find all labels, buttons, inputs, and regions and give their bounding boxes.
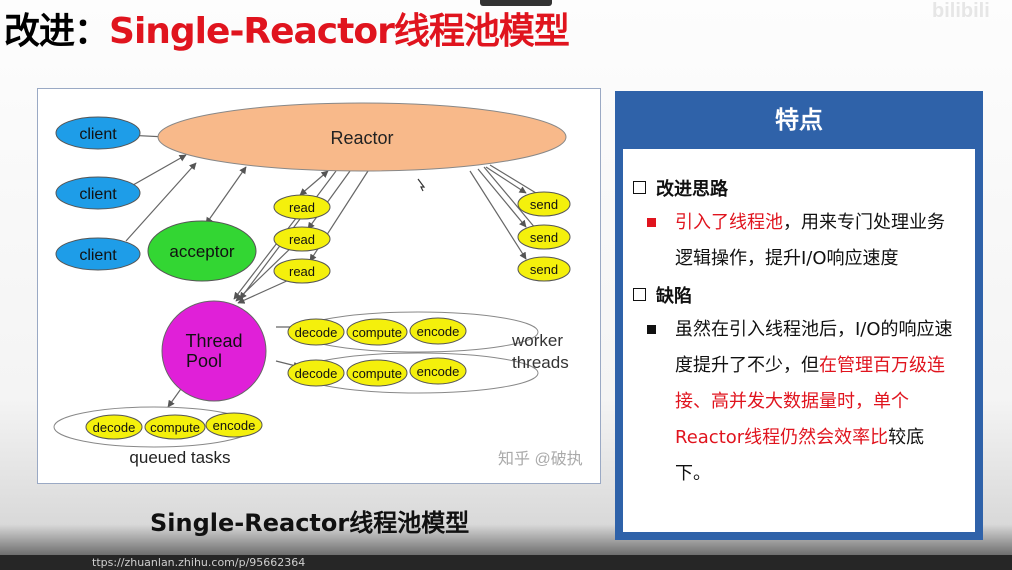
thread-pool-node bbox=[161, 300, 267, 402]
bilibili-watermark: bilibili bbox=[932, 0, 990, 22]
read-label-2: read bbox=[289, 232, 315, 247]
red-square-bullet-icon bbox=[647, 218, 656, 227]
reactor-node bbox=[157, 102, 567, 172]
improvement-item: 引入了线程池，用来专门处理业务逻辑操作，提升I/O响应速度 bbox=[647, 205, 955, 277]
task-decode-1 bbox=[287, 318, 345, 346]
client-label-2: client bbox=[79, 186, 117, 203]
read-node-3 bbox=[273, 258, 331, 284]
browser-status-bar: ttps://zhuanlan.zhihu.com/p/95662364 bbox=[0, 555, 1012, 570]
worker-threads-label-2: threads bbox=[512, 353, 569, 372]
queued-label-encode: encode bbox=[213, 418, 256, 433]
client-node-1 bbox=[55, 116, 141, 150]
status-url[interactable]: ttps://zhuanlan.zhihu.com/p/95662364 bbox=[92, 556, 306, 569]
thread-pool-label-1: Thread bbox=[185, 331, 242, 351]
read-label-1: read bbox=[289, 200, 315, 215]
task-label-decode-1: decode bbox=[295, 325, 338, 340]
task-compute-2 bbox=[346, 359, 408, 387]
improvement-red-text: 引入了线程池 bbox=[675, 212, 783, 233]
section-improvement: 改进思路 bbox=[633, 175, 728, 201]
defect-text: 虽然在引入线程池后，I/O的响应速度提升了不少，但 bbox=[675, 319, 953, 376]
task-label-compute-1: compute bbox=[352, 325, 402, 340]
read-node-1 bbox=[273, 194, 331, 220]
send-node-1 bbox=[517, 191, 571, 217]
queued-label-compute: compute bbox=[150, 420, 200, 435]
defect-item: 虽然在引入线程池后，I/O的响应速度提升了不少，但在管理百万级连接、高并发大数据… bbox=[647, 312, 955, 492]
black-square-bullet-icon bbox=[647, 325, 656, 334]
task-label-decode-2: decode bbox=[295, 366, 338, 381]
client-label-1: client bbox=[79, 126, 117, 143]
title-prefix: 改进： bbox=[4, 11, 110, 52]
features-panel: 特点 改进思路 引入了线程池，用来专门处理业务逻辑操作，提升I/O响应速度 缺陷… bbox=[615, 91, 983, 540]
task-encode-2 bbox=[409, 357, 467, 385]
slide-title: 改进：Single-Reactor线程池模型 bbox=[4, 2, 570, 54]
read-label-3: read bbox=[289, 264, 315, 279]
improvement-text: ，用来专门处理业务逻辑操作，提升I/O响应速度 bbox=[675, 212, 945, 269]
read-node-2 bbox=[273, 226, 331, 252]
client-label-3: client bbox=[79, 247, 117, 264]
task-label-compute-2: compute bbox=[352, 366, 402, 381]
panel-body: 改进思路 引入了线程池，用来专门处理业务逻辑操作，提升I/O响应速度 缺陷 虽然… bbox=[623, 149, 975, 532]
diagram-caption: Single-Reactor线程池模型 bbox=[150, 509, 470, 537]
title-highlight: Single-Reactor线程池模型 bbox=[109, 11, 570, 52]
task-encode-1 bbox=[409, 317, 467, 345]
acceptor-label: acceptor bbox=[169, 242, 235, 261]
queued-compute bbox=[144, 414, 206, 440]
section-improvement-label: 改进思路 bbox=[656, 179, 728, 200]
task-decode-2 bbox=[287, 359, 345, 387]
client-node-3 bbox=[55, 237, 141, 271]
send-label-2: send bbox=[530, 230, 558, 245]
worker-threads-label-1: worker bbox=[511, 331, 563, 350]
checkbox-icon bbox=[633, 288, 646, 301]
send-label-3: send bbox=[530, 262, 558, 277]
queued-label-decode: decode bbox=[93, 420, 136, 435]
diagram-svg: Reactor client client client acceptor re… bbox=[53, 102, 583, 468]
panel-heading: 特点 bbox=[775, 106, 823, 134]
checkbox-icon bbox=[633, 181, 646, 194]
send-node-3 bbox=[517, 256, 571, 282]
reactor-label: Reactor bbox=[330, 128, 393, 148]
send-label-1: send bbox=[530, 197, 558, 212]
defect-red-text: 在管理百万级连接、高并发大数据量时，单个Reactor线程仍然会效率比 bbox=[675, 355, 945, 448]
zhihu-watermark: 知乎 @破执 bbox=[498, 450, 583, 468]
send-node-2 bbox=[517, 224, 571, 250]
queued-encode bbox=[205, 412, 263, 438]
mouse-cursor-icon bbox=[417, 178, 426, 192]
window-top-bar bbox=[480, 0, 552, 6]
connection-arrows bbox=[125, 133, 537, 408]
thread-pool-label-2: Pool bbox=[186, 351, 222, 371]
defect-tail-text: 较底下。 bbox=[675, 427, 925, 484]
reactor-diagram: Reactor client client client acceptor re… bbox=[37, 88, 601, 484]
queued-tasks-label: queued tasks bbox=[129, 448, 230, 467]
section-defect: 缺陷 bbox=[633, 282, 692, 308]
queued-decode bbox=[85, 414, 143, 440]
task-label-encode-1: encode bbox=[417, 324, 460, 339]
client-node-2 bbox=[55, 176, 141, 210]
task-label-encode-2: encode bbox=[417, 364, 460, 379]
task-compute-1 bbox=[346, 318, 408, 346]
acceptor-node bbox=[147, 220, 257, 282]
section-defect-label: 缺陷 bbox=[656, 286, 692, 307]
